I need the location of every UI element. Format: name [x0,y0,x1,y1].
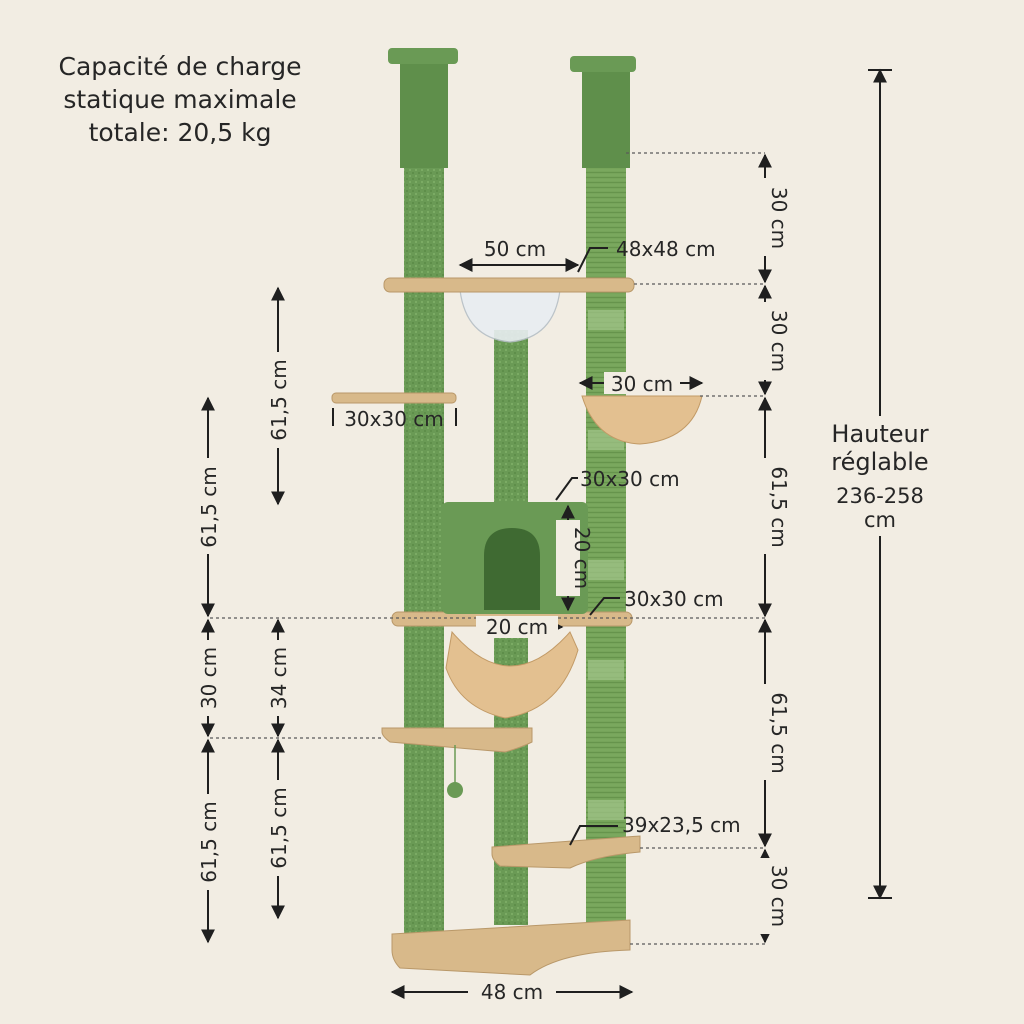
base-board [391,919,631,976]
height-line-2: réglable [831,448,928,476]
dimension-labels: 50 cm 48x48 cm 30x30 cm 30 cm 30x30 cm 2… [196,178,791,1004]
left-extension-tube [400,64,448,168]
left-platform-label: 30x30 cm [344,407,444,431]
basket [581,395,703,445]
right-third-label: 61,5 cm [767,466,791,547]
base-width-label: 48 cm [481,980,543,1004]
left-ceiling-cap [388,48,458,64]
condo-height-label: 20 cm [570,527,594,589]
inner-middle-label: 34 cm [267,647,291,709]
capacity-line-1: Capacité de charge [59,52,302,81]
right-ceiling-cap [570,56,636,72]
height-line-1: Hauteur [831,420,928,448]
basket-width-label: 30 cm [611,372,673,396]
clear-bowl [459,289,561,343]
capacity-line-2: statique maximale [63,85,296,114]
height-line-3: 236-258 [836,484,924,508]
right-top-label: 30 cm [767,187,791,249]
bowl-width-label: 50 cm [484,237,546,261]
lower-step [491,835,641,869]
right-bottom-label: 30 cm [767,865,791,927]
height-note: Hauteur réglable 236-258 cm [822,416,940,536]
inner-lower-label: 61,5 cm [267,787,291,868]
hammock [445,630,579,719]
height-line-4: cm [864,508,896,532]
outer-middle-label: 30 cm [197,647,221,709]
lower-step-label: 39x23,5 cm [622,813,741,837]
right-second-label: 30 cm [767,310,791,372]
outer-upper-label: 61,5 cm [197,466,221,547]
inner-upper-label: 61,5 cm [267,359,291,440]
top-platform-label: 48x48 cm [616,237,716,261]
capacity-note: Capacité de charge statique maximale tot… [59,52,302,147]
left-post [404,48,444,948]
condo-size-label: 30x30 cm [580,467,680,491]
hammock-platform-label: 30x30 cm [624,587,724,611]
condo-door [484,528,540,610]
outer-lower-label: 61,5 cm [197,801,221,882]
hanging-ball-toy [447,782,463,798]
left-small-platform [331,392,457,404]
top-platform [383,277,635,293]
right-fourth-label: 61,5 cm [767,692,791,773]
middle-step [381,727,533,753]
capacity-line-3: totale: 20,5 kg [89,118,272,147]
right-extension-tube [582,72,630,168]
hammock-width-label: 20 cm [486,615,548,639]
right-post [586,56,626,946]
